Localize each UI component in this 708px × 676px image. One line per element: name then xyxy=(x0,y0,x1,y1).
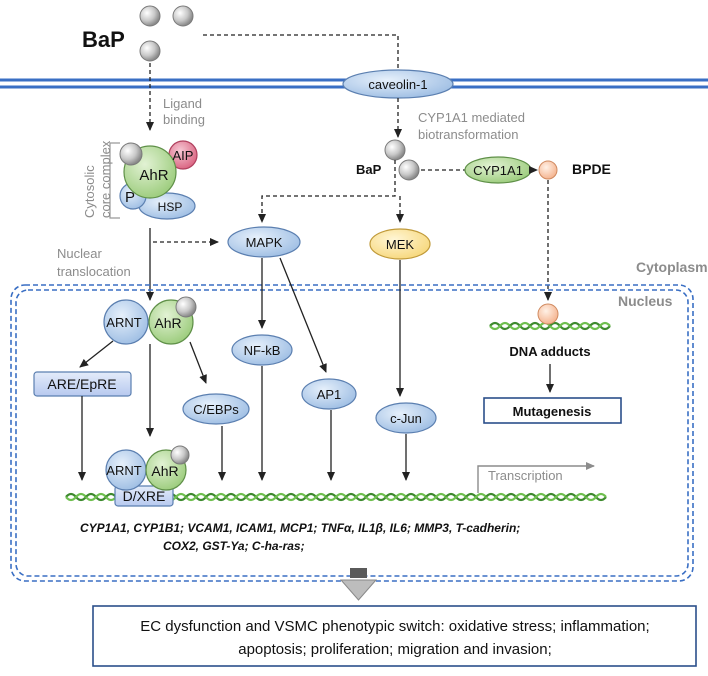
gene-list-line-2: COX2, GST-Ya; C-ha-ras; xyxy=(163,539,305,553)
bpde-label: BPDE xyxy=(572,161,611,177)
dna-segment xyxy=(384,492,408,502)
ahr-to-cebps-arrow xyxy=(189,341,207,384)
arnt-dna-label: ARNT xyxy=(106,463,141,478)
nucleus-label: Nucleus xyxy=(618,293,673,309)
dna-segment xyxy=(244,492,268,502)
caveolin-1-node: caveolin-1 xyxy=(342,69,454,99)
dna-segment xyxy=(364,492,388,502)
dna-bound-bpde xyxy=(537,303,559,325)
ahr-to-are-arrow xyxy=(79,340,114,368)
dna-segment xyxy=(464,492,488,502)
dxre-label: D/XRE xyxy=(123,488,166,504)
bound-bap xyxy=(119,142,143,166)
mek-label: MEK xyxy=(386,237,415,252)
dna-segment xyxy=(284,492,308,502)
dna-segment xyxy=(204,492,228,502)
dna-segment xyxy=(184,492,208,502)
dna-segment xyxy=(304,492,328,502)
outcome-box xyxy=(92,605,697,667)
hsp-label: HSP xyxy=(158,200,183,214)
output-arrow xyxy=(339,568,378,601)
aip-label: AIP xyxy=(173,148,194,163)
ahr-dna-label: AhR xyxy=(151,463,178,479)
dna-segment xyxy=(324,492,348,502)
dna-segment xyxy=(484,492,508,502)
bap-to-caveolin-path xyxy=(203,34,399,70)
dna-segment xyxy=(524,492,548,502)
bap-small-label: BaP xyxy=(356,162,382,177)
transcription-arrow xyxy=(477,462,595,493)
cytoplasm-label: Cytoplasm xyxy=(636,259,708,275)
cytosolic-bracket xyxy=(109,142,120,219)
dxre-box xyxy=(114,485,174,507)
dna-segment xyxy=(84,492,108,502)
dna-segment xyxy=(444,492,468,502)
nuclear-translocation-label: Nuclear translocation xyxy=(57,246,131,279)
mapk-node xyxy=(227,226,301,258)
ligand-binding-label: Ligand binding xyxy=(163,96,206,127)
cyp-mediated-label: CYP1A1 mediated biotransformation xyxy=(418,110,529,142)
nfkb-node xyxy=(231,334,293,366)
ahr-cytosolic-complex xyxy=(119,140,198,220)
ap1-label: AP1 xyxy=(317,387,342,402)
cebps-label: C/EBPs xyxy=(193,402,239,417)
cytosolic-label: Cytosolic core complex xyxy=(82,140,113,218)
dna-segment xyxy=(424,492,448,502)
dna-segment xyxy=(264,492,288,502)
cyp1a1-label: CYP1A1 xyxy=(473,163,523,178)
p-label: P xyxy=(125,189,135,206)
bap-molecules xyxy=(139,5,194,62)
mapk-label: MAPK xyxy=(246,235,283,250)
cjun-label: c-Jun xyxy=(390,411,422,426)
bap-small-molecule-1 xyxy=(384,139,406,161)
mek-node xyxy=(369,228,431,260)
outcome-line-2: apoptosis; proliferation; migration and … xyxy=(238,641,552,658)
dna-segment xyxy=(404,492,428,502)
are-epre-label: ARE/EpRE xyxy=(47,376,116,392)
dna-segment xyxy=(584,492,608,502)
bpde-molecule xyxy=(538,160,558,180)
mutagenesis-box xyxy=(483,397,622,424)
dna-segment xyxy=(224,492,248,502)
bap-small-molecule-2 xyxy=(398,159,420,181)
dna-adducts-label: DNA adducts xyxy=(509,344,590,359)
ap1-node xyxy=(301,378,357,410)
mapk-to-ap1-arrow xyxy=(279,257,327,373)
mutagenesis-label: Mutagenesis xyxy=(513,404,592,419)
dna-segment xyxy=(544,492,568,502)
dna-segment xyxy=(564,492,588,502)
cebps-node xyxy=(182,393,250,425)
gene-list-line-1: CYP1A1, CYP1B1; VCAM1, ICAM1, MCP1; TNFα… xyxy=(80,521,520,535)
bap-to-mapk-arrow xyxy=(258,160,396,223)
caveolin-label: caveolin-1 xyxy=(368,77,427,92)
bap-title: BaP xyxy=(82,27,125,52)
ahr-dna-bap xyxy=(170,445,190,465)
cjun-node xyxy=(375,402,437,434)
ahr-nuclear-bap xyxy=(175,296,197,318)
ahr-label: AhR xyxy=(139,167,168,184)
transcription-label: Transcription xyxy=(488,468,563,483)
dna-segment xyxy=(344,492,368,502)
ahr-nuclear-label: AhR xyxy=(154,315,181,331)
arnt-label: ARNT xyxy=(106,315,141,330)
nfkb-label: NF-kB xyxy=(244,343,281,358)
dna-segment xyxy=(64,492,88,502)
dna-segment xyxy=(504,492,528,502)
outcome-line-1: EC dysfunction and VSMC phenotypic switc… xyxy=(140,618,649,635)
arnt-node xyxy=(103,299,149,345)
